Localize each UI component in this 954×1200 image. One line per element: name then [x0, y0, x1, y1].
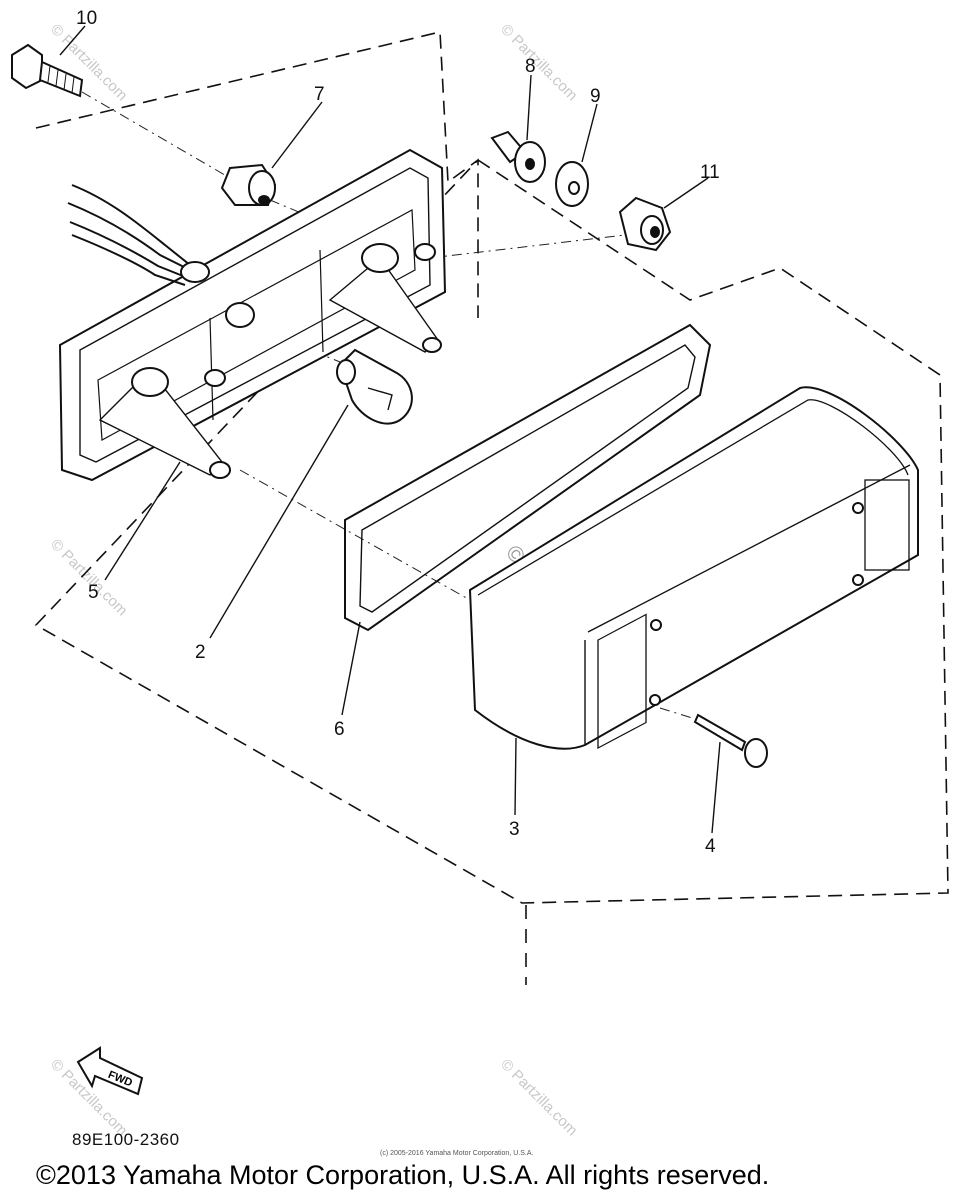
callout-5: 5: [88, 582, 99, 603]
callout-6: 6: [334, 719, 345, 740]
small-credit-line: (c) 2005-2016 Yamaha Motor Corporation, …: [380, 1150, 534, 1157]
collar: [490, 130, 546, 183]
lens: [468, 386, 919, 750]
copyright-notice: ©2013 Yamaha Motor Corporation, U.S.A. A…: [36, 1160, 770, 1190]
callout-11: 11: [700, 162, 720, 183]
leader-lines: [59, 25, 721, 834]
fwd-arrow: FWD: [76, 1046, 144, 1096]
nut: [618, 196, 672, 252]
washer: [555, 161, 589, 207]
bolt: [11, 43, 84, 98]
housing-base-plate: [58, 148, 447, 482]
gasket: [344, 323, 712, 632]
callout-2: 2: [195, 642, 206, 663]
watermark-1: © Partzilla.com: [47, 21, 130, 104]
diagram-part-number: 89E100-2360: [72, 1130, 180, 1149]
callout-9: 9: [590, 86, 601, 107]
fwd-arrow-icon: [76, 1046, 144, 1096]
callout-3: 3: [509, 819, 520, 840]
lens-screw: [693, 713, 768, 768]
grommet: [220, 163, 277, 206]
assembly-boundary: [34, 31, 949, 904]
watermark-5: © Partzilla.com: [497, 1056, 580, 1139]
callout-10: 10: [76, 8, 97, 29]
watermark-3: © Partzilla.com: [47, 536, 130, 619]
callout-4: 4: [705, 836, 716, 857]
watermark-2: © Partzilla.com: [497, 21, 580, 104]
callout-8: 8: [525, 56, 536, 77]
callout-numbers: 10 7 8 9 11 5 2 6 3 4: [76, 8, 720, 857]
wire-leads: [67, 184, 210, 286]
callout-7: 7: [314, 84, 325, 105]
bulb: [336, 348, 413, 425]
